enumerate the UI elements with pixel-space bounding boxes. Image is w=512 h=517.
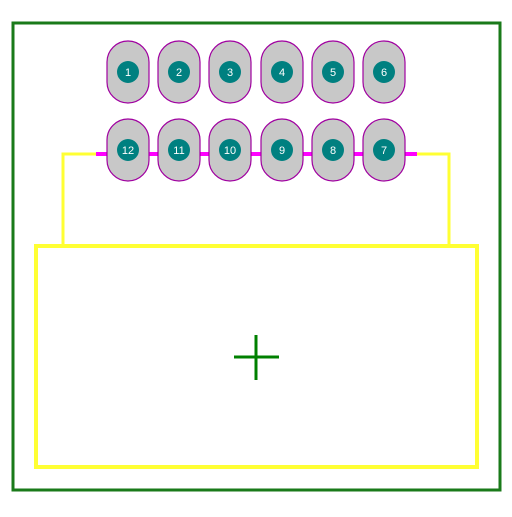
pin-number: 7 xyxy=(381,145,387,157)
pin-dot xyxy=(219,61,241,83)
pin-dot xyxy=(117,139,139,161)
silkscreen-right-bracket xyxy=(417,152,451,246)
pin-number: 2 xyxy=(176,67,182,79)
pin-dot xyxy=(373,61,395,83)
pad-12: 12 xyxy=(106,118,150,182)
pin-dot xyxy=(373,139,395,161)
pad-row-top: 1 2 3 4 5 6 xyxy=(106,40,406,104)
pin-number: 12 xyxy=(122,145,134,157)
silkscreen-left-bracket xyxy=(61,152,96,246)
pin-dot xyxy=(168,61,190,83)
pin-number: 4 xyxy=(279,67,285,79)
pad-8: 8 xyxy=(311,118,355,182)
silkscreen-body xyxy=(34,244,479,469)
pin-number: 6 xyxy=(381,67,387,79)
pin-dot xyxy=(322,61,344,83)
pin-dot xyxy=(219,139,241,161)
pad-6: 6 xyxy=(362,40,406,104)
pad-1: 1 xyxy=(106,40,150,104)
pin-dot xyxy=(117,61,139,83)
pin-number: 9 xyxy=(279,145,285,157)
pin-number: 11 xyxy=(173,145,184,157)
pad-9: 9 xyxy=(260,118,304,182)
pad-11: 11 xyxy=(157,118,201,182)
pad-2: 2 xyxy=(157,40,201,104)
pin-dot xyxy=(322,139,344,161)
pad-row-bottom: 12 11 10 9 8 7 xyxy=(106,118,406,182)
pad-4: 4 xyxy=(260,40,304,104)
pad-7: 7 xyxy=(362,118,406,182)
pin-number: 3 xyxy=(227,67,233,79)
pad-5: 5 xyxy=(311,40,355,104)
pin-number: 10 xyxy=(224,145,236,157)
pin-number: 8 xyxy=(330,145,336,157)
pin-dot xyxy=(168,139,190,161)
pin-number: 1 xyxy=(125,67,131,79)
board-outline xyxy=(11,21,502,492)
pad-3: 3 xyxy=(208,40,252,104)
pin-dot xyxy=(271,139,293,161)
crosshair-origin-icon xyxy=(234,335,279,380)
pin-dot xyxy=(271,61,293,83)
pin-number: 5 xyxy=(330,67,336,79)
pad-10: 10 xyxy=(208,118,252,182)
